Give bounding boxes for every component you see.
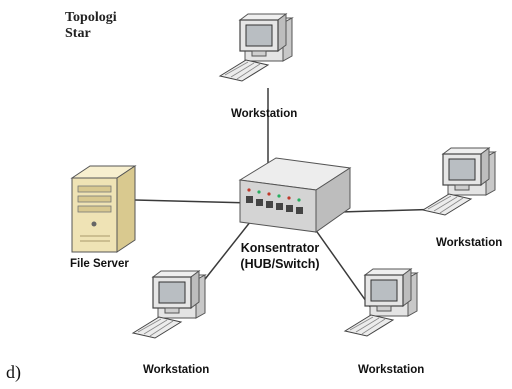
workstation-right xyxy=(422,147,496,216)
hub-label-line2: (HUB/Switch) xyxy=(240,257,320,271)
cable-bottom-left xyxy=(197,211,259,289)
workstation-bottom-left xyxy=(132,270,206,339)
figure-caption: d) xyxy=(6,362,21,382)
workstation-top-label: Workstation xyxy=(231,108,298,120)
diagram-title-line2: Star xyxy=(65,26,91,41)
hub-label-line1: Konsentrator xyxy=(240,241,320,255)
cables xyxy=(134,88,447,319)
cable-server xyxy=(134,199,253,204)
file-server-label: File Server xyxy=(70,258,129,270)
hub-label: Konsentrator (HUB/Switch) xyxy=(232,240,328,272)
diagram-title-line1: Topologi xyxy=(65,10,117,25)
hub-switch xyxy=(238,157,352,233)
workstation-top xyxy=(219,13,293,82)
workstation-bottom-right xyxy=(344,268,418,337)
file-server xyxy=(70,165,137,253)
workstation-right-label: Workstation xyxy=(436,237,503,249)
workstation-bottom-left-label: Workstation xyxy=(143,364,210,376)
workstation-bottom-right-label: Workstation xyxy=(358,364,425,376)
